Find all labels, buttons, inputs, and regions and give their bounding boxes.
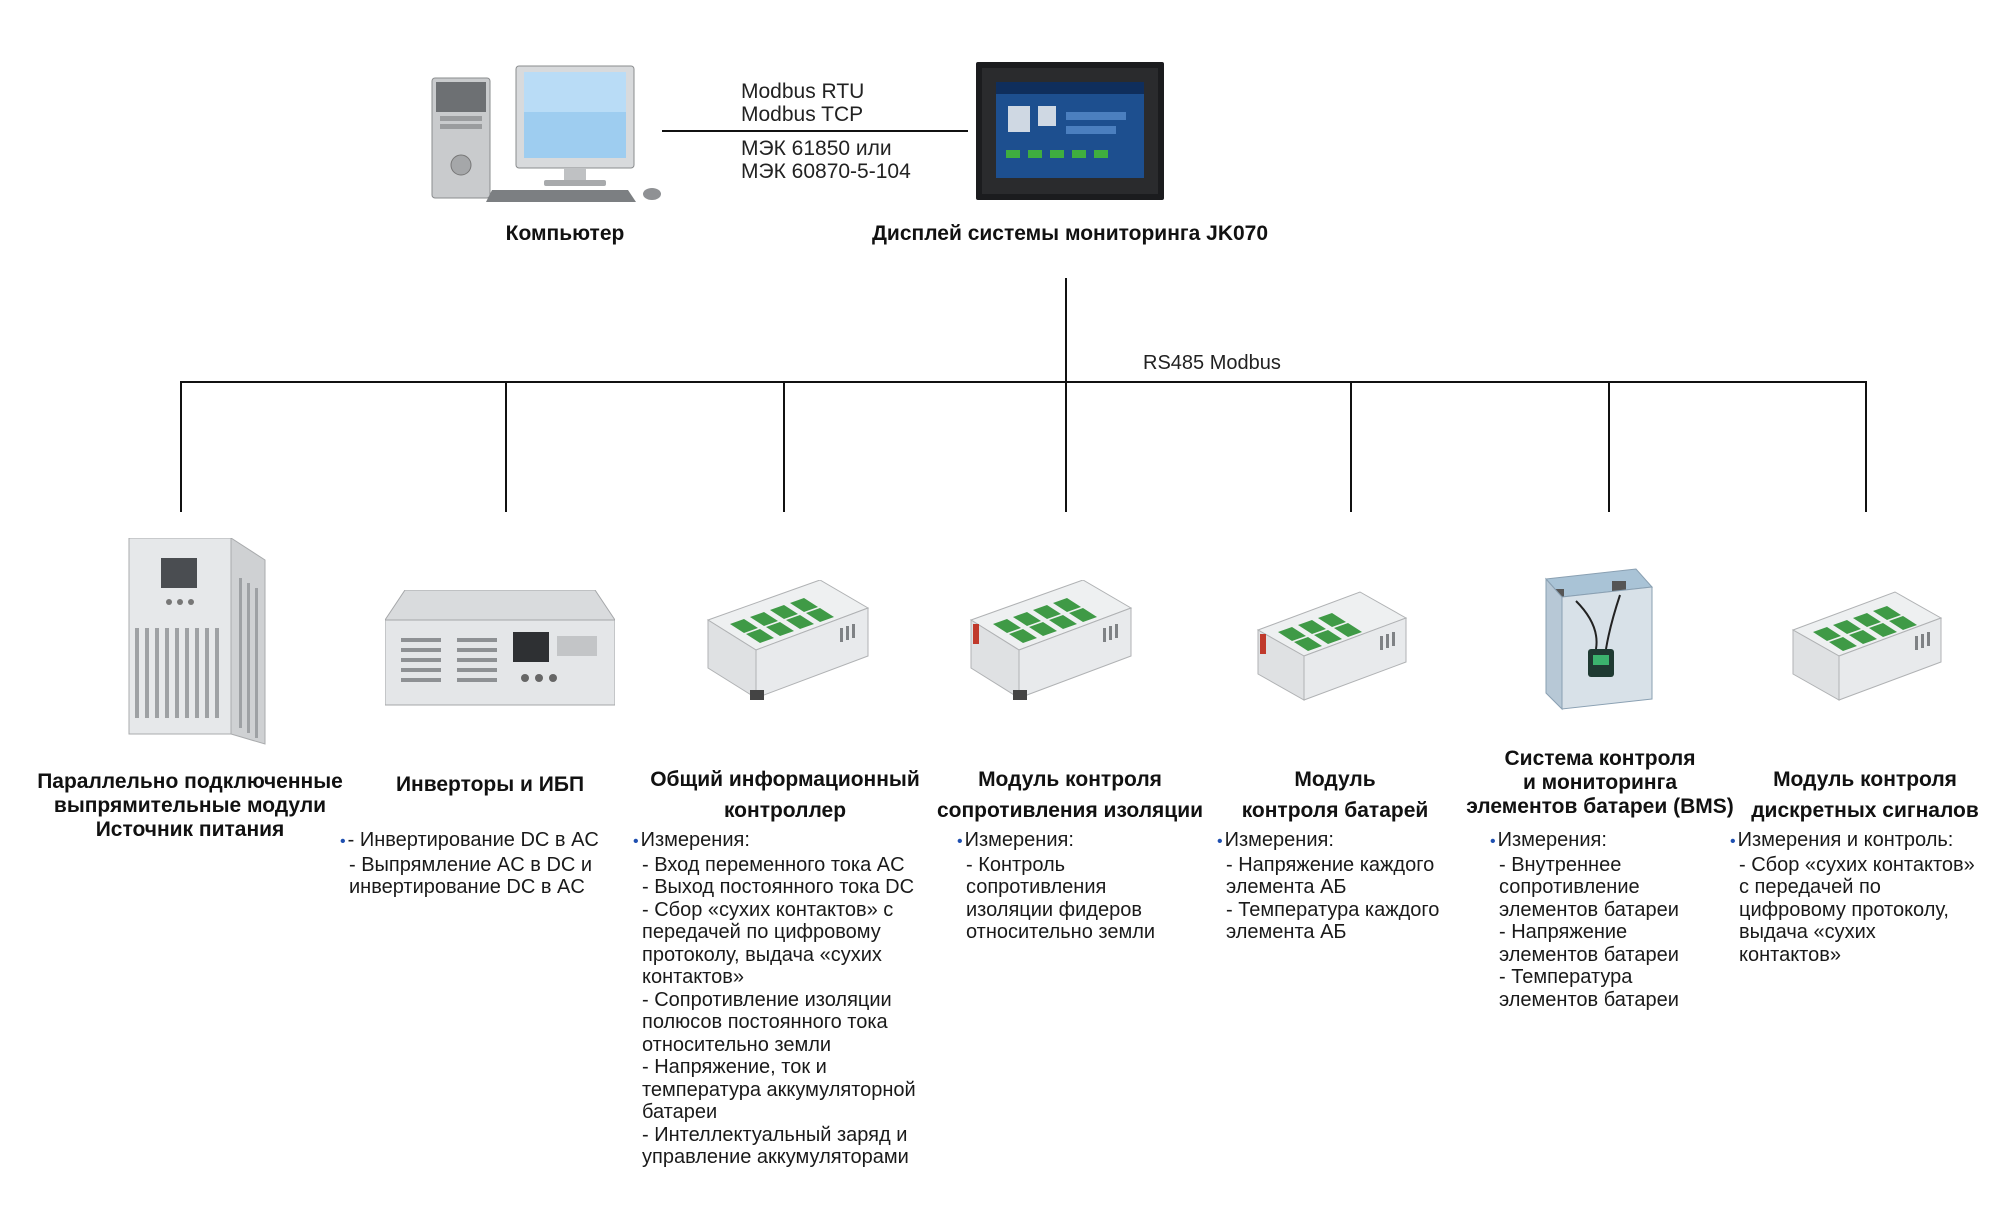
rectifier-module-icon bbox=[128, 538, 266, 745]
bms-battery-icon bbox=[1544, 568, 1654, 711]
device-desc-bms: •Измерения: - Внутреннее сопротивление э… bbox=[1490, 829, 1679, 1011]
computer-label: Компьютер bbox=[505, 222, 625, 245]
drop-line-3 bbox=[783, 381, 785, 512]
bullet-icon: • bbox=[1730, 833, 1736, 850]
protocol-modbus-tcp: Modbus TCP bbox=[741, 103, 864, 126]
device-title-general-controller: Общий информационный контроллер bbox=[650, 768, 920, 822]
general-controller-icon bbox=[706, 580, 870, 700]
device-desc-discrete: •Измерения и контроль: - Сбор «сухих кон… bbox=[1730, 829, 1975, 966]
device-desc-inverter: •- Инвертирование DC в AC - Выпрямление … bbox=[340, 829, 599, 898]
protocol-modbus-rtu: Modbus RTU bbox=[741, 80, 865, 103]
discrete-signal-module-icon bbox=[1791, 591, 1943, 701]
bullet-icon: • bbox=[340, 833, 346, 850]
device-title-rectifier: Параллельно подключенные выпрямительные … bbox=[37, 770, 343, 841]
rs485-bus-label: RS485 Modbus bbox=[1143, 352, 1281, 374]
bullet-icon: • bbox=[957, 833, 963, 850]
inverter-ups-icon bbox=[385, 590, 615, 706]
bullet-icon: • bbox=[633, 833, 639, 850]
drop-line-1 bbox=[180, 381, 182, 512]
device-desc-battery: •Измерения: - Напряжение каждого элемент… bbox=[1217, 829, 1440, 943]
device-title-inverter: Инверторы и ИБП bbox=[395, 773, 585, 796]
device-desc-general-controller: •Измерения: - Вход переменного тока AC -… bbox=[633, 829, 916, 1168]
device-title-bms: Система контроля и мониторинга элементов… bbox=[1466, 747, 1734, 818]
protocol-iec-60870: МЭК 60870-5-104 bbox=[741, 160, 911, 183]
display-drop-line bbox=[1065, 278, 1067, 512]
rs485-bus-line bbox=[180, 381, 1867, 383]
protocol-labels-lower: МЭК 61850 или МЭК 60870-5-104 bbox=[741, 137, 911, 183]
bullet-icon: • bbox=[1490, 833, 1496, 850]
drop-line-6 bbox=[1608, 381, 1610, 512]
device-title-insulation: Модуль контроля сопротивления изоляции bbox=[936, 768, 1204, 822]
device-title-battery: Модуль контроля батарей bbox=[1241, 768, 1429, 822]
device-title-discrete: Модуль контроля дискретных сигналов bbox=[1751, 768, 1979, 822]
protocol-iec-61850: МЭК 61850 или bbox=[741, 137, 892, 160]
bullet-icon: • bbox=[1217, 833, 1223, 850]
insulation-monitor-icon bbox=[969, 580, 1133, 700]
drop-line-5 bbox=[1350, 381, 1352, 512]
battery-monitor-icon bbox=[1256, 591, 1408, 701]
monitoring-display-icon bbox=[976, 62, 1164, 200]
protocol-labels-upper: Modbus RTU Modbus TCP bbox=[741, 80, 864, 126]
drop-line-2 bbox=[505, 381, 507, 512]
computer-icon bbox=[431, 65, 661, 202]
display-label: Дисплей системы мониторинга JK070 bbox=[871, 222, 1269, 245]
drop-line-7 bbox=[1865, 381, 1867, 512]
device-desc-insulation: •Измерения: - Контроль сопротивления изо… bbox=[957, 829, 1156, 943]
protocol-link-line bbox=[662, 130, 968, 132]
